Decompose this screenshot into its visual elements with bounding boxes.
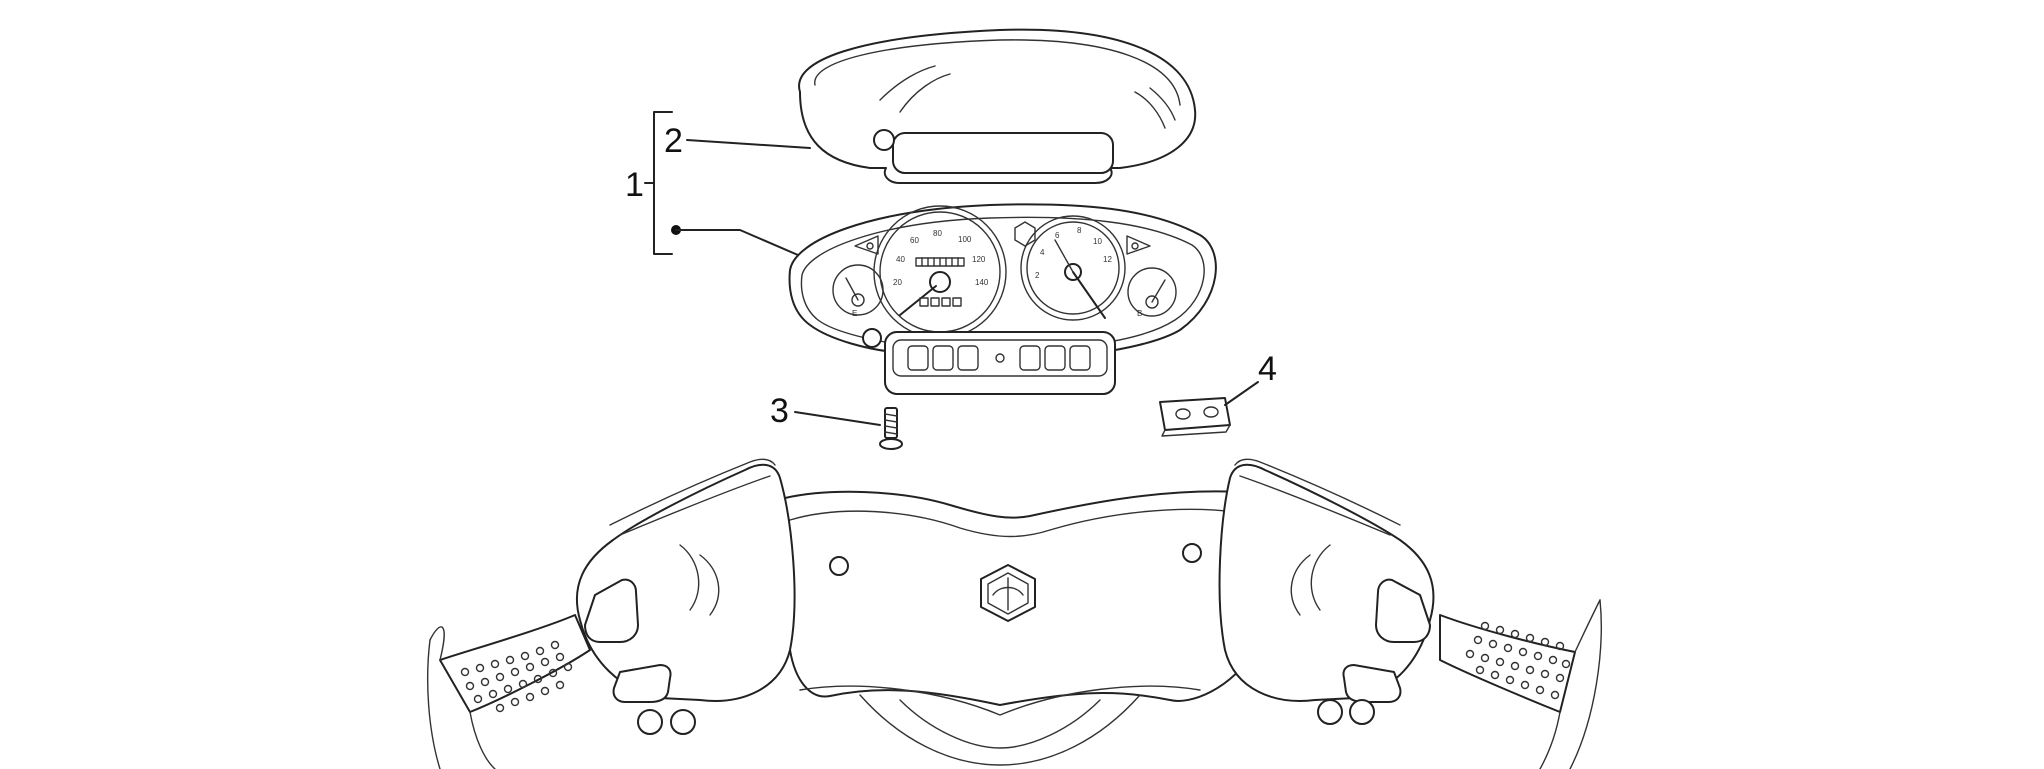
- tachometer-tick: 10: [1093, 237, 1102, 246]
- speedometer-tick: 40: [896, 255, 905, 264]
- speedometer-tick: 120: [972, 255, 986, 264]
- callout-4-label: 4: [1258, 350, 1277, 388]
- callout-cluster-leader: [671, 225, 799, 256]
- tachometer-tick: 2: [1035, 271, 1040, 280]
- center-indicator-hexagon-icon: [1014, 221, 1036, 247]
- warning-lamp-module: [884, 331, 1116, 395]
- handlebar-assembly: [427, 458, 1602, 769]
- grip-texture: [1465, 621, 1571, 700]
- screw: [879, 407, 903, 450]
- tachometer-tick: 12: [1103, 255, 1112, 264]
- speedometer-tick: 100: [958, 235, 972, 244]
- indicator-lamp-icon: [862, 328, 882, 348]
- temperature-gauge: B: [1127, 267, 1177, 318]
- callout-1-label: 1: [625, 166, 644, 204]
- callout-4: 4: [1224, 350, 1277, 406]
- callout-3-label: 3: [770, 392, 789, 430]
- nut-plate: [1159, 397, 1231, 437]
- right-switch-housing: [1218, 458, 1435, 725]
- instrument-cover: [798, 28, 1197, 184]
- callout-2: 2: [664, 122, 811, 160]
- brand-logo-icon: [980, 564, 1036, 622]
- right-grip: [1439, 599, 1602, 769]
- grip-texture: [460, 640, 573, 713]
- left-warning-light-icon: [854, 235, 879, 255]
- speedometer: 20 40 60 80 100 120 140: [873, 205, 1007, 339]
- callout-1: 1: [625, 166, 644, 204]
- tachometer-tick: 8: [1077, 226, 1082, 235]
- mounting-hole: [829, 556, 849, 576]
- left-grip: [427, 614, 591, 769]
- callout-3: 3: [770, 392, 881, 430]
- tachometer-tick: 4: [1040, 248, 1045, 257]
- mounting-hole: [1182, 543, 1202, 563]
- speedometer-tick: 20: [893, 278, 902, 287]
- temperature-gauge-letter: B: [1137, 309, 1142, 318]
- speedometer-tick: 140: [975, 278, 989, 287]
- left-switch-housing: [575, 458, 796, 735]
- callout-bracket: [644, 111, 673, 255]
- right-warning-light-icon: [1126, 235, 1151, 255]
- speedometer-tick: 80: [933, 229, 942, 238]
- fuel-gauge-letter: E: [852, 309, 857, 318]
- speedometer-tick: 60: [910, 236, 919, 245]
- callout-2-label: 2: [664, 122, 683, 160]
- tachometer: 2 4 6 8 10 12: [1020, 215, 1126, 321]
- tachometer-tick: 6: [1055, 231, 1060, 240]
- instrument-cluster: E 20 40 60 80 100 120 140: [788, 203, 1217, 395]
